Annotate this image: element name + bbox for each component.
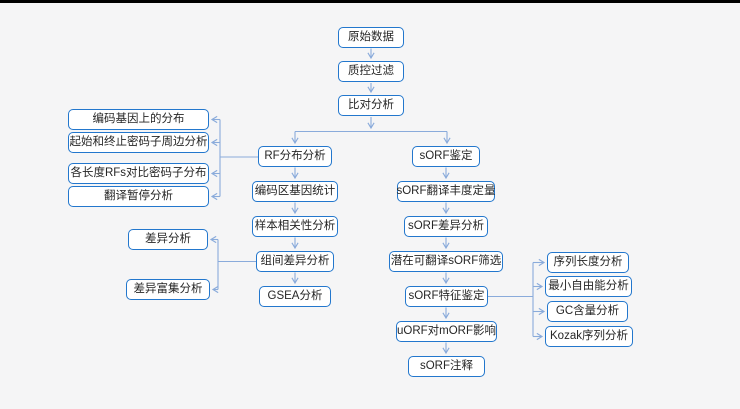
node-coding-gene-distribution: 编码基因上的分布 [68,109,209,130]
node-sorf-identification: sORF鉴定 [412,146,480,167]
edge [217,239,256,290]
node-alignment: 比对分析 [338,95,404,116]
edge [219,119,258,197]
node-sorf-difference: sORF差异分析 [404,216,488,237]
node-sample-correlation: 样本相关性分析 [252,216,338,237]
node-rf-distribution: RF分布分析 [258,146,332,167]
node-translation-pause: 翻译暂停分析 [68,186,209,207]
top-black-strip [0,0,740,3]
node-potential-translatable-sorf: 潜在可翻译sORF筛选 [389,251,503,272]
node-sorf-feature-identification: sORF特征鉴定 [405,286,488,307]
node-raw-data: 原始数据 [338,27,404,48]
node-min-free-energy: 最小自由能分析 [545,276,632,297]
node-qc-filter: 质控过滤 [338,61,404,82]
node-sequence-length: 序列长度分析 [547,252,629,273]
node-group-difference: 组间差异分析 [256,251,334,272]
node-start-stop-codon-vicinity: 起始和终止密码子周边分析 [68,132,209,153]
node-rf-length-codon-distribution: 各长度RFs对比密码子分布 [68,163,209,184]
node-sorf-annotation: sORF注释 [408,356,485,377]
node-coding-region-gene-stats: 编码区基因统计 [252,181,338,202]
edge-group [209,48,546,355]
node-uorf-morf-effect: uORF对mORF影响 [396,321,497,342]
node-difference-enrichment: 差异富集分析 [126,279,210,300]
node-kozak-sequence: Kozak序列分析 [545,326,633,347]
node-difference-analysis: 差异分析 [128,229,208,250]
edge [488,262,534,337]
node-sorf-translation-abundance: sORF翻译丰度定量 [396,181,496,202]
node-gsea: GSEA分析 [259,286,331,307]
node-gc-content: GC含量分析 [547,301,628,322]
